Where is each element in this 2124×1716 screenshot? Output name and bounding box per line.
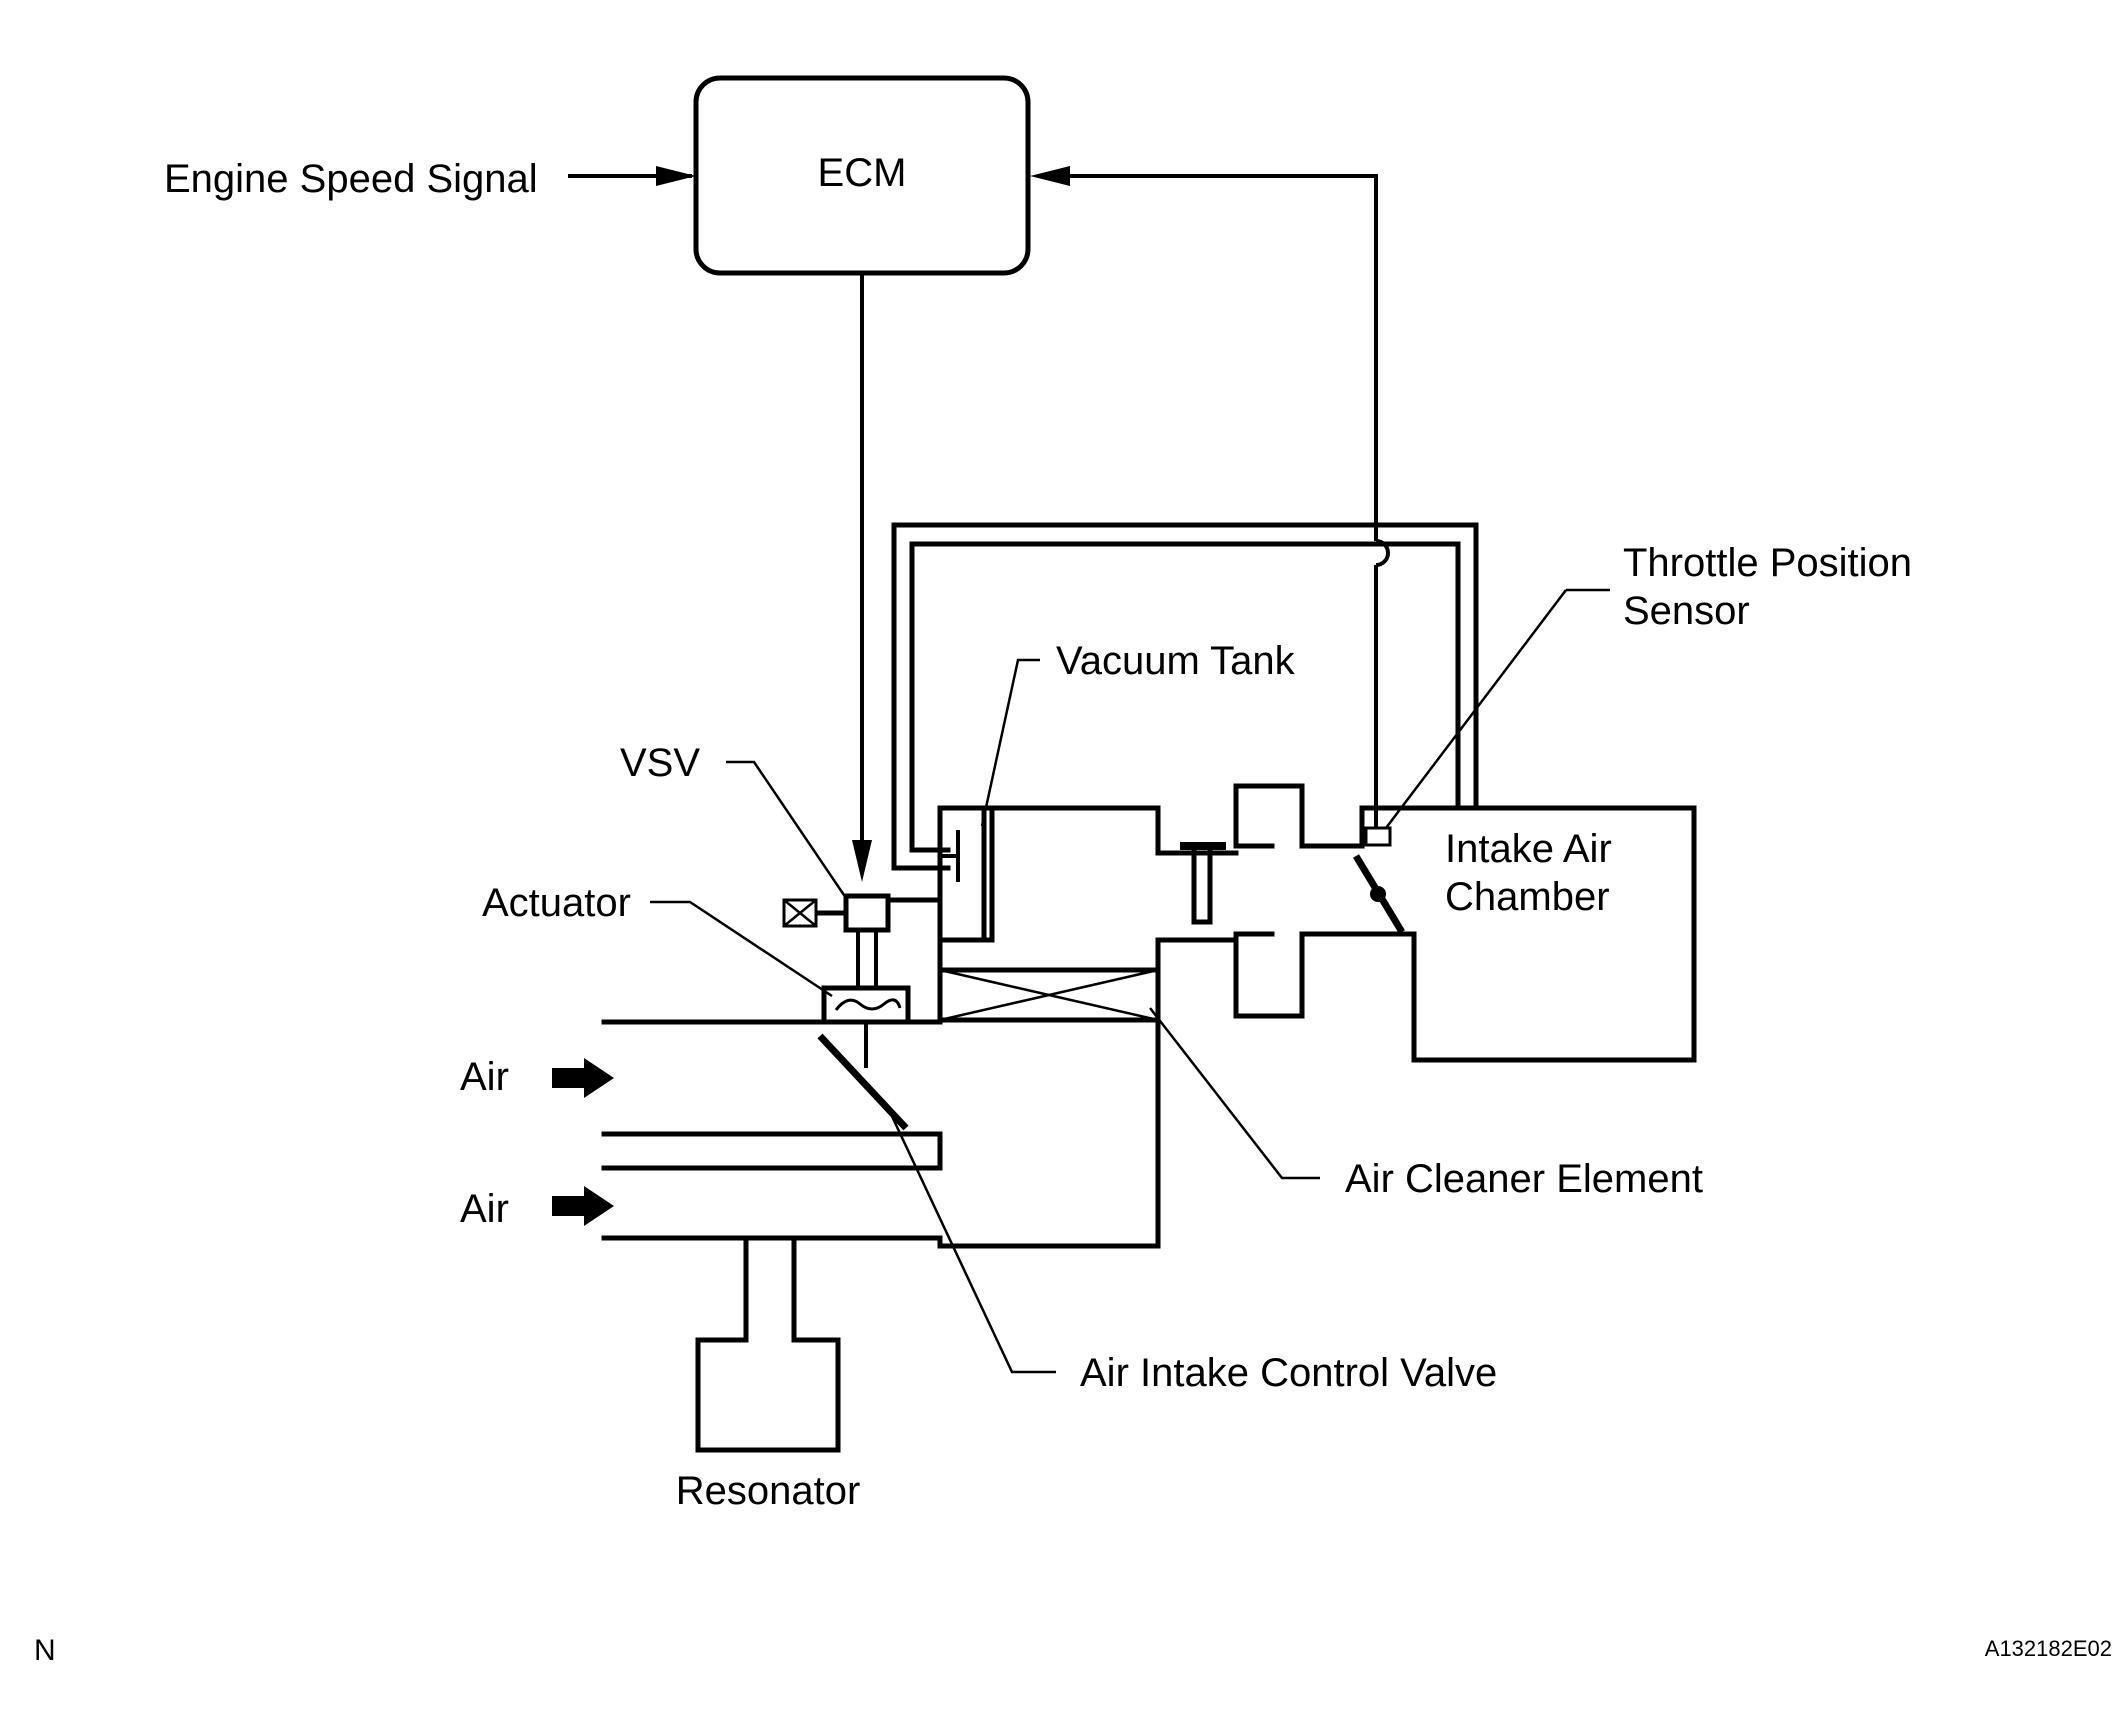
actuator-diaphragm [834, 998, 902, 1011]
air-intake-control-valve-plate [817, 1033, 909, 1131]
actuator-label: Actuator [482, 881, 631, 925]
throttle-valve-shaft [1370, 886, 1386, 902]
vsv-body [843, 893, 891, 933]
resonator [695, 1235, 841, 1453]
air-cleaner-element-cross-2 [939, 968, 1159, 1022]
throttle-position-sensor-label-1: Throttle Position [1623, 541, 1912, 585]
air-cleaner-element-label: Air Cleaner Element [1345, 1157, 1703, 1201]
vacuum-tank-label: Vacuum Tank [1056, 639, 1296, 683]
vsv-label: VSV [620, 741, 700, 785]
air-intake-control-valve-leader [888, 1111, 1056, 1374]
actuator-body [821, 985, 911, 1025]
air-cleaner-element-leader [1149, 1007, 1320, 1180]
signal-to-ecm-arrowhead [1030, 166, 1070, 186]
engine-speed-arrowhead [656, 166, 696, 186]
mass-air-flow-stud [1191, 843, 1213, 925]
air-lower-label: Air [460, 1187, 509, 1231]
air-upper-arrow [552, 1058, 614, 1098]
signal-line-to-ecm [1040, 174, 1378, 541]
vsv-leader [726, 760, 848, 899]
actuator-leader [650, 900, 833, 998]
engine-speed-signal-label: Engine Speed Signal [164, 157, 538, 201]
divider-wall [601, 1131, 943, 1171]
air-lower-arrow [552, 1186, 614, 1226]
air-cleaner-housing-bottom [601, 937, 1239, 1249]
vacuum-tank-leader [980, 658, 1040, 827]
vacuum-hose-inner [909, 541, 1461, 853]
intake-air-chamber-label-2: Chamber [1445, 875, 1610, 919]
throttle-body-lower [1233, 931, 1417, 1019]
air-cleaner-housing-top [981, 805, 1239, 943]
throttle-position-sensor-label-2: Sensor [1623, 589, 1750, 633]
vacuum-tank [937, 805, 995, 1025]
ecm-label: ECM [818, 151, 907, 195]
throttle-position-sensor-leader [1385, 589, 1567, 829]
resonator-label: Resonator [676, 1469, 861, 1513]
throttle-body-upper [1233, 783, 1365, 849]
air-upper-label: Air [460, 1055, 509, 1099]
intake-air-chamber [1359, 805, 1697, 1063]
intake-air-chamber-label-1: Intake Air [1445, 827, 1612, 871]
vsv-air-filter-cross-2 [783, 899, 817, 927]
corner-mark: N [34, 1634, 56, 1667]
throttle-position-sensor [1364, 826, 1392, 847]
vacuum-hose-outer [891, 522, 1479, 871]
figure-code: A132182E02 [1985, 1636, 2112, 1661]
ecm-to-vsv-arrowhead [852, 840, 872, 882]
air-intake-control-valve-label: Air Intake Control Valve [1080, 1351, 1497, 1395]
